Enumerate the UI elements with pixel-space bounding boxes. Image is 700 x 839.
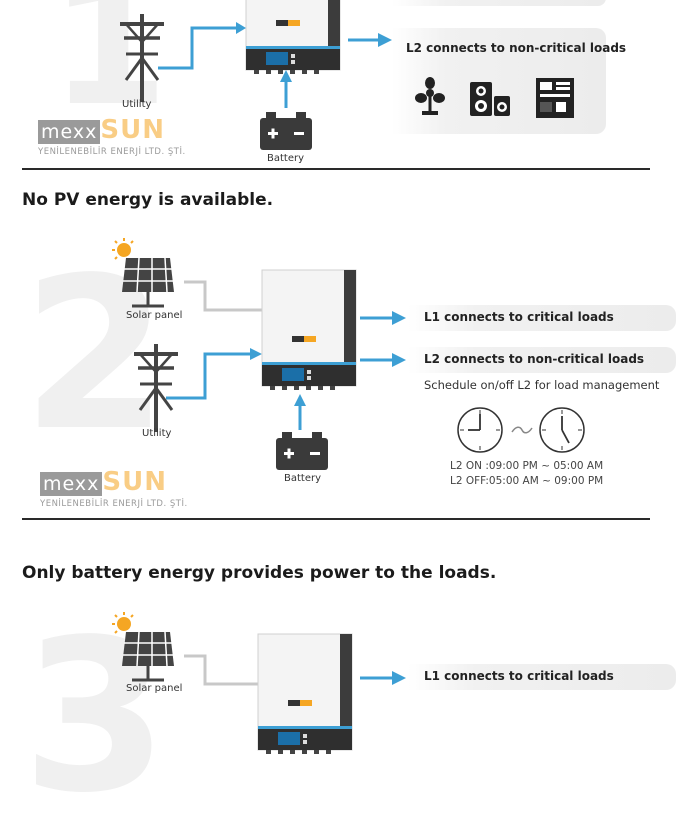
l1-load-box-section-3 [408,664,676,690]
utility-caption: Utility [142,428,172,439]
l2-off-schedule: L2 OFF:05:00 AM ~ 09:00 PM [450,475,604,487]
l2-load-box-section-2 [408,347,676,373]
battery-caption: Battery [284,473,322,484]
coffee-machine-icon [536,78,574,118]
clock-icon [539,407,585,453]
l2-label: L2 connects to non-critical loads [406,41,627,55]
section-3-heading: Only battery energy provides power to th… [22,563,497,583]
l1-label: L1 connects to critical loads [424,669,614,683]
flow-lines-section-3 [184,654,406,686]
speaker-icon [470,82,510,116]
utility-caption: Utility [122,99,152,110]
l1-load-box-section-2 [408,305,676,331]
inverter-unit [257,633,353,755]
fan-icon [415,77,445,115]
flow-lines-section-2 [166,280,406,430]
l1-label: L1 connects to critical loads [424,310,614,324]
section-divider [22,518,650,520]
section-divider [22,168,650,170]
l2-label: L2 connects to non-critical loads [424,352,645,366]
solar-panel-caption: Solar panel [126,310,183,321]
schedule-text: Schedule on/off L2 for load management [424,378,660,392]
l2-on-schedule: L2 ON :09:00 PM ~ 05:00 AM [450,460,604,472]
tilde-separator [511,426,533,434]
section-2-heading: No PV energy is available. [22,190,274,210]
solar-panel-caption: Solar panel [126,683,183,694]
flow-lines-section-1 [158,22,392,108]
battery-caption: Battery [267,153,305,164]
l1-load-box-section-1 [392,0,606,6]
clock-icon [457,407,503,453]
